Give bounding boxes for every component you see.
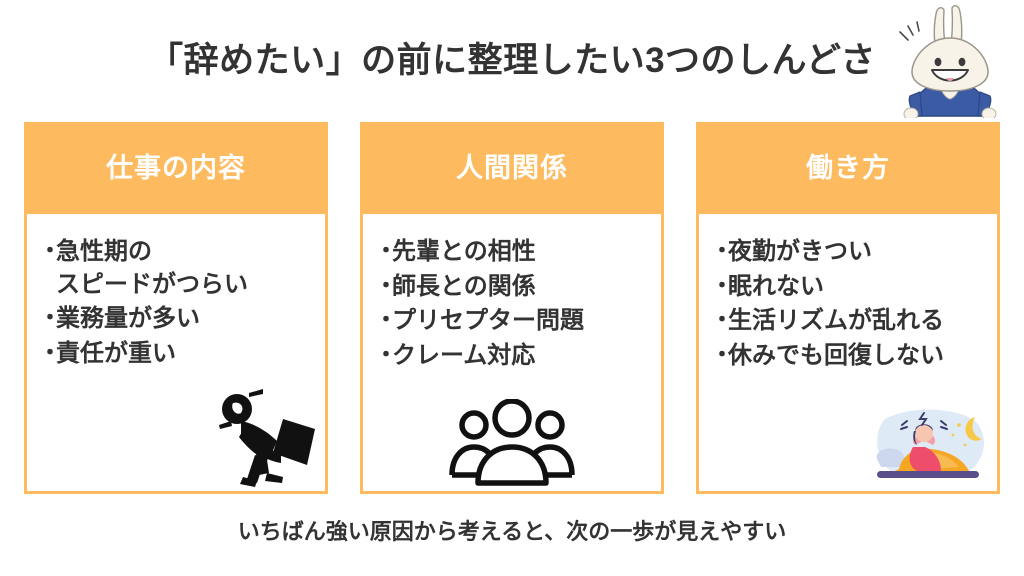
list-item: ・ 急性期の スピードがつらい [39,236,315,301]
list-item-label: 夜勤がきつい [728,238,872,265]
bullet-marker: ・ [375,272,398,298]
list-item: ・ 先輩との相性 [375,236,651,269]
list-item-label: 急性期の スピードがつらい [56,238,248,298]
list-item: ・ 師長との関係 [375,271,651,304]
card-header-working-style: 働き方 [699,125,997,214]
heavy-load-person-icon [211,381,323,489]
list-item: ・ 眠れない [711,271,987,304]
card-relationships: 人間関係 ・ 先輩との相性 ・ 師長との関係 ・ プリセプター問題 ・ クレーム [360,122,664,494]
footer-note-row: いちばん強い原因から考えると、次の一歩が見えやすい [0,508,1024,552]
list-item-label: プリセプター問題 [392,307,584,335]
rabbit-mascot-icon [886,2,1014,121]
card-header-label: 人間関係 [456,152,568,183]
page-title: 「辞めたい」の前に整理したい3つのしんどさ [148,41,876,80]
bullet-marker: ・ [39,305,62,331]
list-item: ・ プリセプター問題 [375,305,651,338]
bullet-marker: ・ [39,238,62,263]
list-item: ・ 休みでも回復しない [711,340,987,373]
list-item-label: クレーム対応 [392,341,536,369]
bullet-marker: ・ [375,238,398,263]
card-header-label: 働き方 [806,152,890,183]
list-item: ・ クレーム対応 [375,340,651,373]
card-body-working-style: ・ 夜勤がきつい ・ 眠れない ・ 生活リズムが乱れる ・ 休みでも回復しない [699,214,997,491]
card-body-relationships: ・ 先輩との相性 ・ 師長との関係 ・ プリセプター問題 ・ クレーム対応 [363,214,661,491]
list-item-label: 先輩との相性 [392,238,536,265]
bullet-marker: ・ [375,341,398,367]
card-body-work-content: ・ 急性期の スピードがつらい ・ 業務量が多い ・ 責任が重い [27,214,325,491]
list-item: ・ 夜勤がきつい [711,236,987,269]
card-row: 仕事の内容 ・ 急性期の スピードがつらい ・ 業務量が多い ・ 責任が重い [24,122,1000,494]
card-header-work-content: 仕事の内容 [27,125,325,214]
list-item-label: 眠れない [728,272,824,300]
bullet-list-working-style: ・ 夜勤がきつい ・ 眠れない ・ 生活リズムが乱れる ・ 休みでも回復しない [711,236,987,373]
list-item-label: 休みでも回復しない [728,341,944,369]
list-item-label: 責任が重い [56,339,176,367]
list-item-label: 生活リズムが乱れる [728,307,944,335]
card-working-style: 働き方 ・ 夜勤がきつい ・ 眠れない ・ 生活リズムが乱れる ・ 休みでも回復 [696,122,1000,494]
bullet-marker: ・ [39,339,62,365]
card-header-label: 仕事の内容 [106,152,246,183]
bullet-marker: ・ [711,238,734,263]
bullet-marker: ・ [711,272,734,298]
footer-note: いちばん強い原因から考えると、次の一歩が見えやすい [237,519,787,544]
bullet-list-work-content: ・ 急性期の スピードがつらい ・ 業務量が多い ・ 責任が重い [39,236,315,371]
bullet-list-relationships: ・ 先輩との相性 ・ 師長との関係 ・ プリセプター問題 ・ クレーム対応 [375,236,651,373]
list-item-label: 業務量が多い [56,305,200,333]
sleepless-night-illustration [869,403,995,489]
bullet-marker: ・ [375,307,398,333]
bullet-marker: ・ [711,307,734,333]
group-of-people-icon [448,398,576,487]
bullet-marker: ・ [711,341,734,367]
list-item-label: 師長との関係 [392,272,536,300]
list-item: ・ 生活リズムが乱れる [711,305,987,338]
list-item: ・ 責任が重い [39,338,315,371]
list-item: ・ 業務量が多い [39,303,315,336]
card-work-content: 仕事の内容 ・ 急性期の スピードがつらい ・ 業務量が多い ・ 責任が重い [24,122,328,494]
page-title-row: 「辞めたい」の前に整理したい3つのしんどさ [0,26,1024,96]
card-header-relationships: 人間関係 [363,125,661,214]
